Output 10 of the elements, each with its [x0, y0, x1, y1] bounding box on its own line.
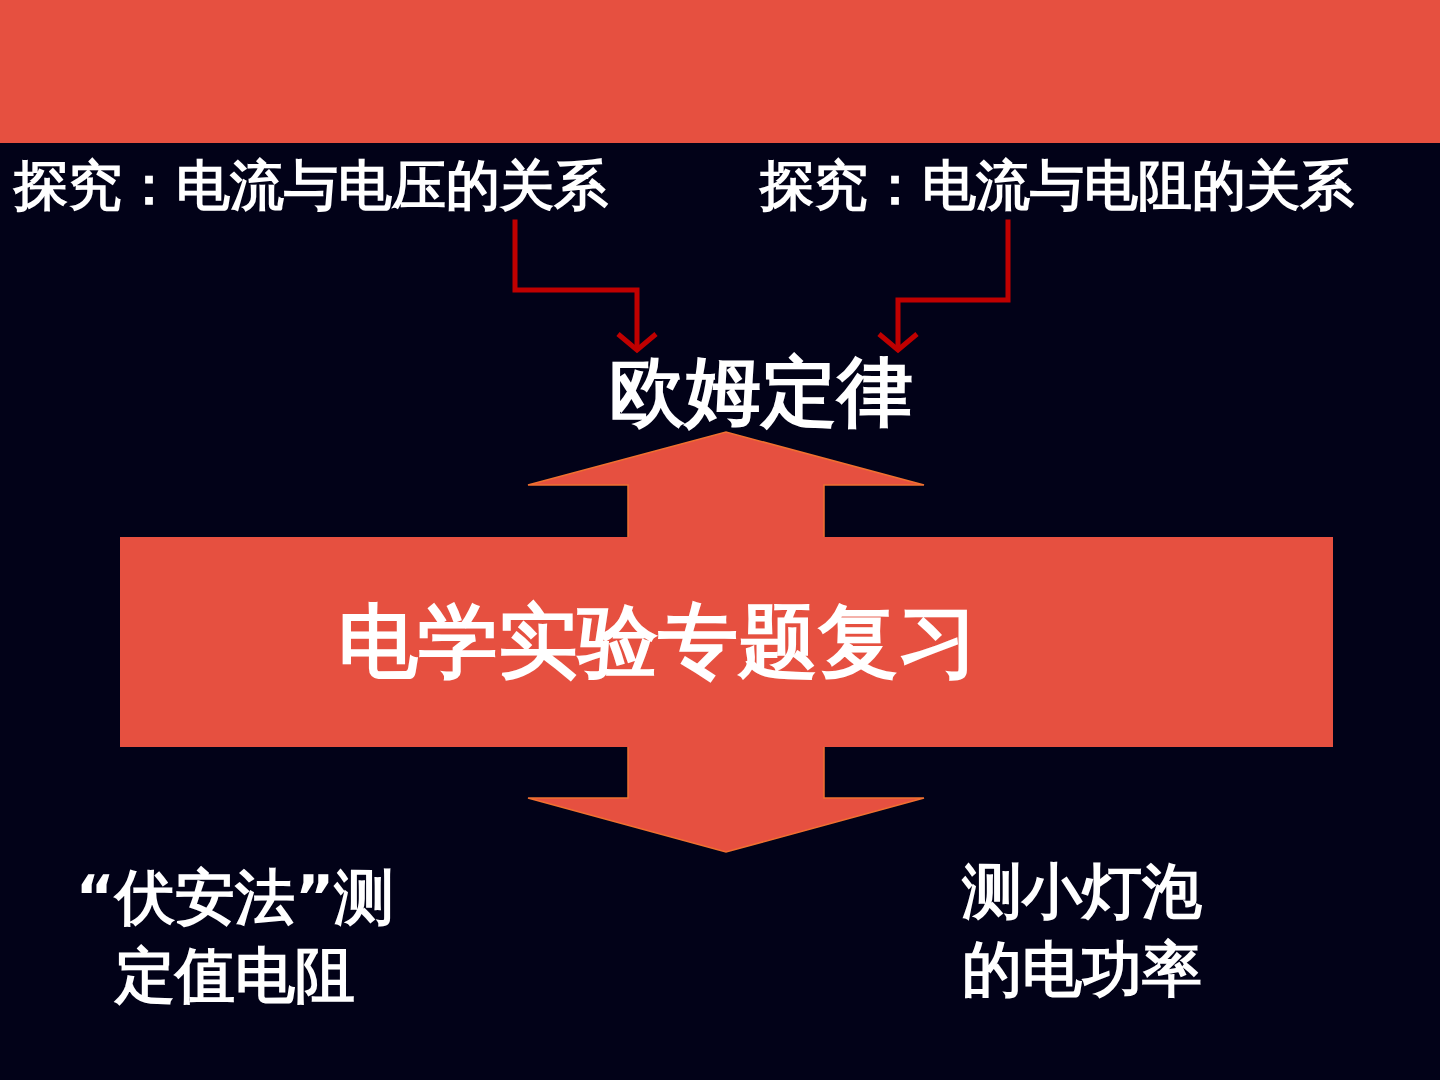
arrow [876, 219, 1011, 353]
topic-label: “伏安法”测定值电阻 [74, 861, 396, 1012]
law-text: 欧姆定律 [596, 352, 926, 432]
arrow [512, 219, 659, 353]
topic-text: 探究：电流与电阻的关系 [760, 156, 1354, 216]
topic-text: 探究：电流与电压的关系 [14, 156, 608, 216]
topic-box: 电学实验专题复习 [120, 537, 1333, 747]
block-arrow [527, 746, 925, 853]
topic-label: 测小灯泡的电功率 [962, 855, 1203, 1006]
block-arrow [527, 431, 925, 538]
